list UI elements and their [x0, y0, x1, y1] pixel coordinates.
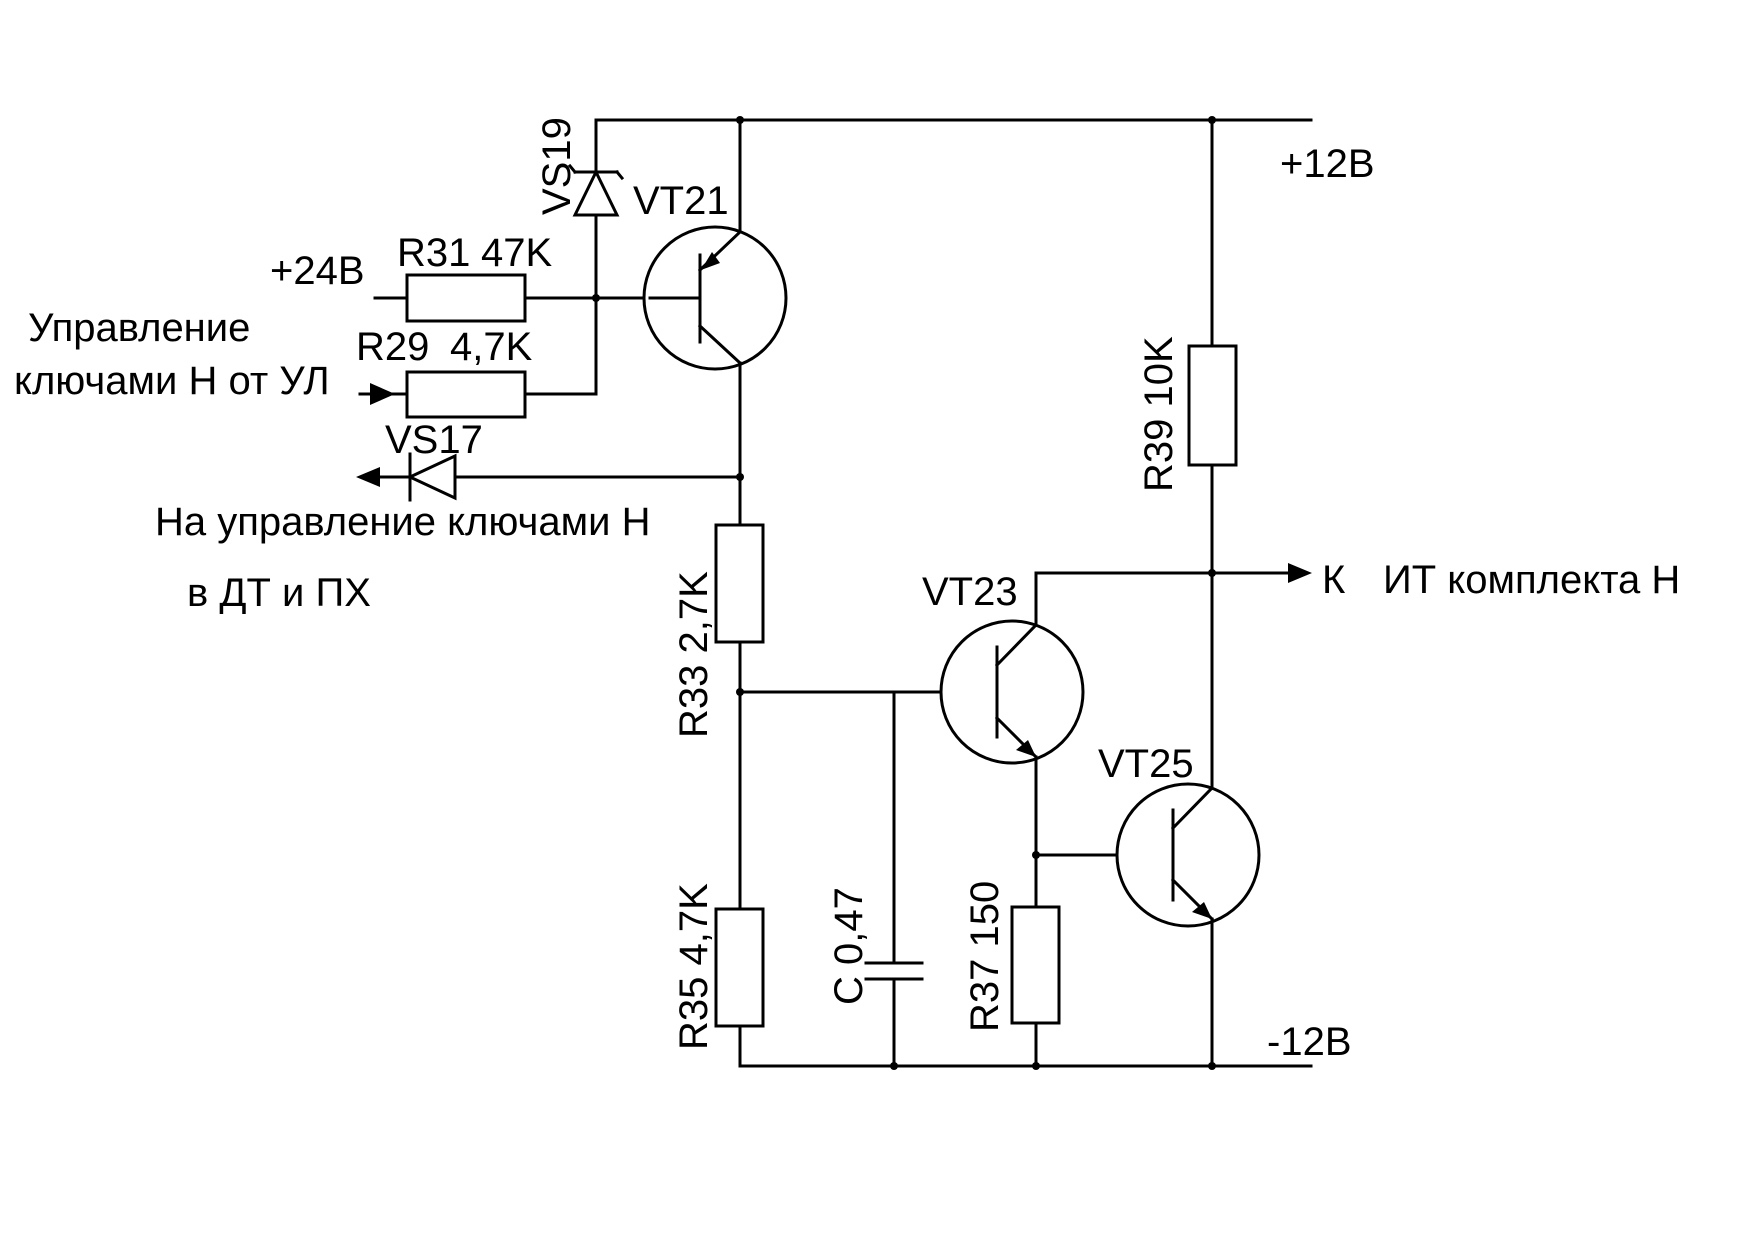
vs19-label: VS19 [535, 117, 579, 215]
node-r37-bottom [1032, 1062, 1040, 1070]
r29-resistor [405, 370, 527, 419]
node-vt23-collector [1208, 569, 1216, 577]
plus24-label: +24В [270, 249, 365, 293]
r31-label: R31 [397, 231, 470, 275]
r33-resistor [714, 523, 765, 644]
node-vt23-emitter [1032, 851, 1040, 859]
r31-resistor [405, 273, 527, 323]
output-right-label: ИТ комплекта Н [1383, 558, 1680, 602]
node-bottom-right [1208, 1062, 1216, 1070]
vt21-transistor [642, 225, 788, 371]
r39-resistor [1187, 344, 1238, 467]
plus12-label: +12В [1280, 142, 1375, 186]
vt23-leads [1034, 571, 1294, 909]
node-vt21-collector [736, 473, 744, 481]
output-right-k-label: К [1322, 558, 1346, 602]
node-top-r39 [1208, 116, 1216, 124]
node-top-vt21 [736, 116, 744, 124]
vt23-label: VT23 [922, 570, 1018, 614]
r33-label: R33 2,7K [672, 571, 716, 738]
minus12-label: -12В [1267, 1020, 1352, 1064]
r37-resistor [1010, 905, 1061, 1025]
node-c-bottom [890, 1062, 898, 1070]
c-capacitor [864, 961, 924, 981]
r35-label: R35 4,7K [672, 883, 716, 1050]
c-label: C 0,47 [827, 887, 871, 1005]
r29-value-label: 4,7K [450, 325, 533, 369]
vt25-label: VT25 [1098, 742, 1194, 786]
r29-input-wire [358, 383, 598, 405]
vt21-label: VT21 [633, 179, 729, 223]
vs17-diode [406, 452, 457, 502]
output-left-line2: в ДТ и ПХ [187, 571, 371, 615]
output-left-line1: На управление ключами Н [155, 500, 650, 544]
r31-value-label: 47K [481, 231, 552, 275]
r37-label: R37 150 [963, 881, 1007, 1032]
control-label-line2: ключами Н от УЛ [14, 359, 330, 403]
vt23-base-wire [738, 690, 999, 1068]
r29-label: R29 [356, 325, 429, 369]
control-label-line1: Управление [28, 306, 250, 350]
node-vs19-r31 [592, 294, 600, 302]
vs17-label: VS17 [385, 418, 483, 462]
output-left-arrow [356, 467, 380, 487]
output-right-arrow [1288, 563, 1312, 583]
vt25-transistor [1115, 782, 1261, 928]
vs19-zener-diode [567, 163, 625, 217]
vt23-transistor [939, 619, 1085, 765]
r39-label: R39 10K [1137, 336, 1181, 492]
control-input-arrow [370, 383, 395, 405]
r35-resistor [714, 907, 765, 1028]
